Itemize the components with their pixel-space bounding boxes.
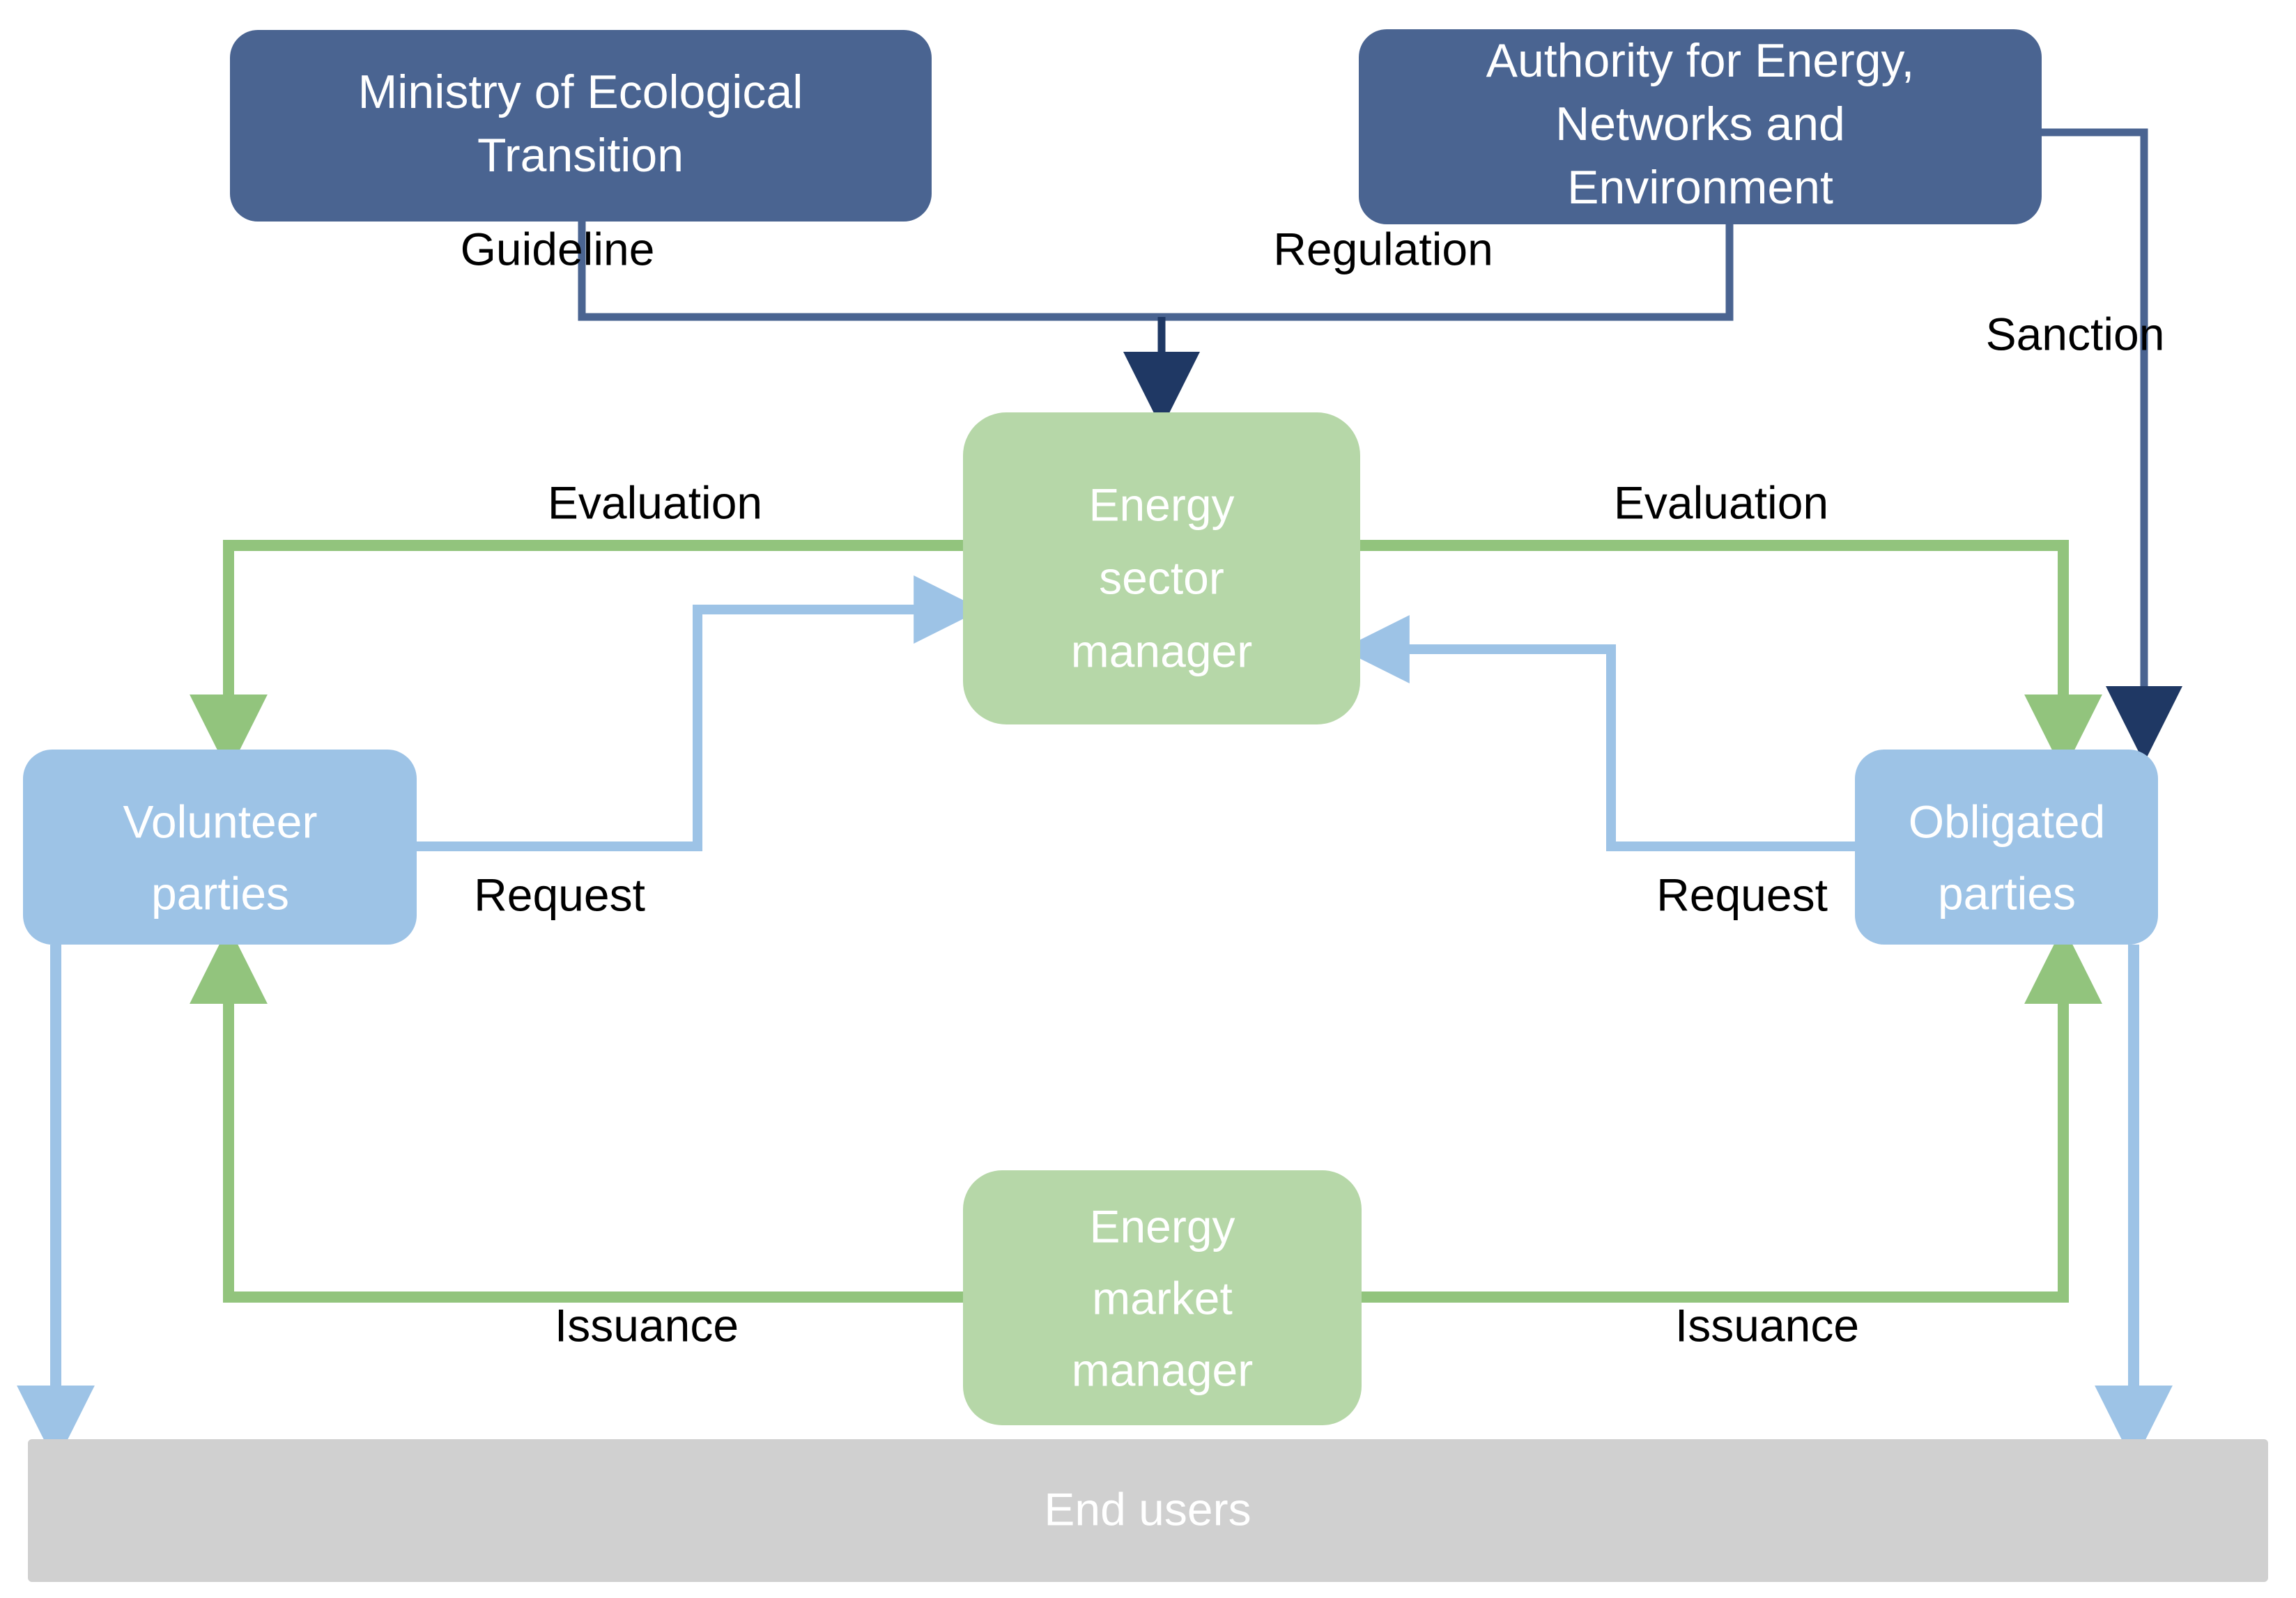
edge-issuance-right-line: [1362, 926, 2102, 1303]
ministry-label-line-2: Transition: [477, 129, 684, 182]
edge-request-left-line: [417, 575, 983, 851]
energy-market-manager-label-line-2: market: [1092, 1272, 1233, 1324]
edge-label-evaluation-left: Evaluation: [548, 476, 762, 528]
node-obligated-parties[interactable]: Obligated parties: [1855, 750, 2158, 945]
end-users-bar[interactable]: [28, 1439, 2268, 1582]
energy-market-manager-label-line-1: Energy: [1089, 1200, 1235, 1252]
node-end-users[interactable]: End users: [28, 1439, 2268, 1582]
node-ministry-of-ecological-transition[interactable]: Ministry of Ecological Transition: [230, 30, 932, 222]
edge-label-evaluation-right: Evaluation: [1614, 476, 1828, 528]
volunteer-parties-label-line-1: Volunteer: [123, 796, 318, 847]
edge-label-regulation: Regulation: [1273, 223, 1493, 274]
obligated-parties-label-line-2: parties: [1938, 867, 2076, 919]
edge-label-request-left: Request: [474, 869, 645, 920]
energy-sector-manager-label-line-3: manager: [1071, 625, 1253, 676]
edge-issuance-left-line: [190, 926, 963, 1303]
ministry-box[interactable]: [230, 30, 932, 222]
authority-label-line-3: Environment: [1567, 161, 1833, 214]
edge-label-request-right: Request: [1656, 869, 1828, 920]
authority-label-line-2: Networks and: [1555, 98, 1845, 150]
node-energy-market-manager[interactable]: Energy market manager: [963, 1170, 1362, 1425]
energy-market-manager-label-line-3: manager: [1072, 1344, 1254, 1395]
energy-sector-manager-label-line-1: Energy: [1088, 479, 1234, 530]
node-volunteer-parties[interactable]: Volunteer parties: [23, 750, 417, 945]
edge-regulation-line: [1162, 224, 1734, 321]
edge-label-issuance-right: Issuance: [1675, 1299, 1859, 1351]
volunteer-parties-label-line-2: parties: [151, 867, 289, 919]
energy-market-manager-box[interactable]: [963, 1170, 1362, 1425]
edge-sanction-line: [2042, 128, 2182, 763]
authority-box[interactable]: [1359, 29, 2042, 224]
authority-label-line-1: Authority for Energy,: [1486, 34, 1915, 87]
node-energy-sector-manager[interactable]: Energy sector manager: [963, 412, 1360, 724]
edge-request-right-line: [1341, 615, 1855, 851]
node-authority-for-energy-networks-and-environment[interactable]: Authority for Energy, Networks and Envir…: [1359, 29, 2042, 224]
obligated-parties-label-line-1: Obligated: [1909, 796, 2106, 847]
edge-label-issuance-left: Issuance: [555, 1299, 739, 1351]
volunteer-parties-box[interactable]: [23, 750, 417, 945]
edge-label-sanction: Sanction: [1986, 308, 2165, 359]
edge-guideline-line: [578, 222, 1162, 321]
obligated-parties-box[interactable]: [1855, 750, 2158, 945]
energy-sector-manager-box[interactable]: [963, 412, 1360, 724]
edge-evaluation-right-line: [1360, 540, 2102, 773]
ministry-label-line-1: Ministry of Ecological: [358, 65, 803, 118]
end-users-label: End users: [1044, 1483, 1251, 1535]
edge-label-guideline: Guideline: [461, 223, 655, 274]
energy-sector-manager-label-line-2: sector: [1099, 552, 1224, 603]
edge-evaluation-left-line: [190, 540, 963, 773]
